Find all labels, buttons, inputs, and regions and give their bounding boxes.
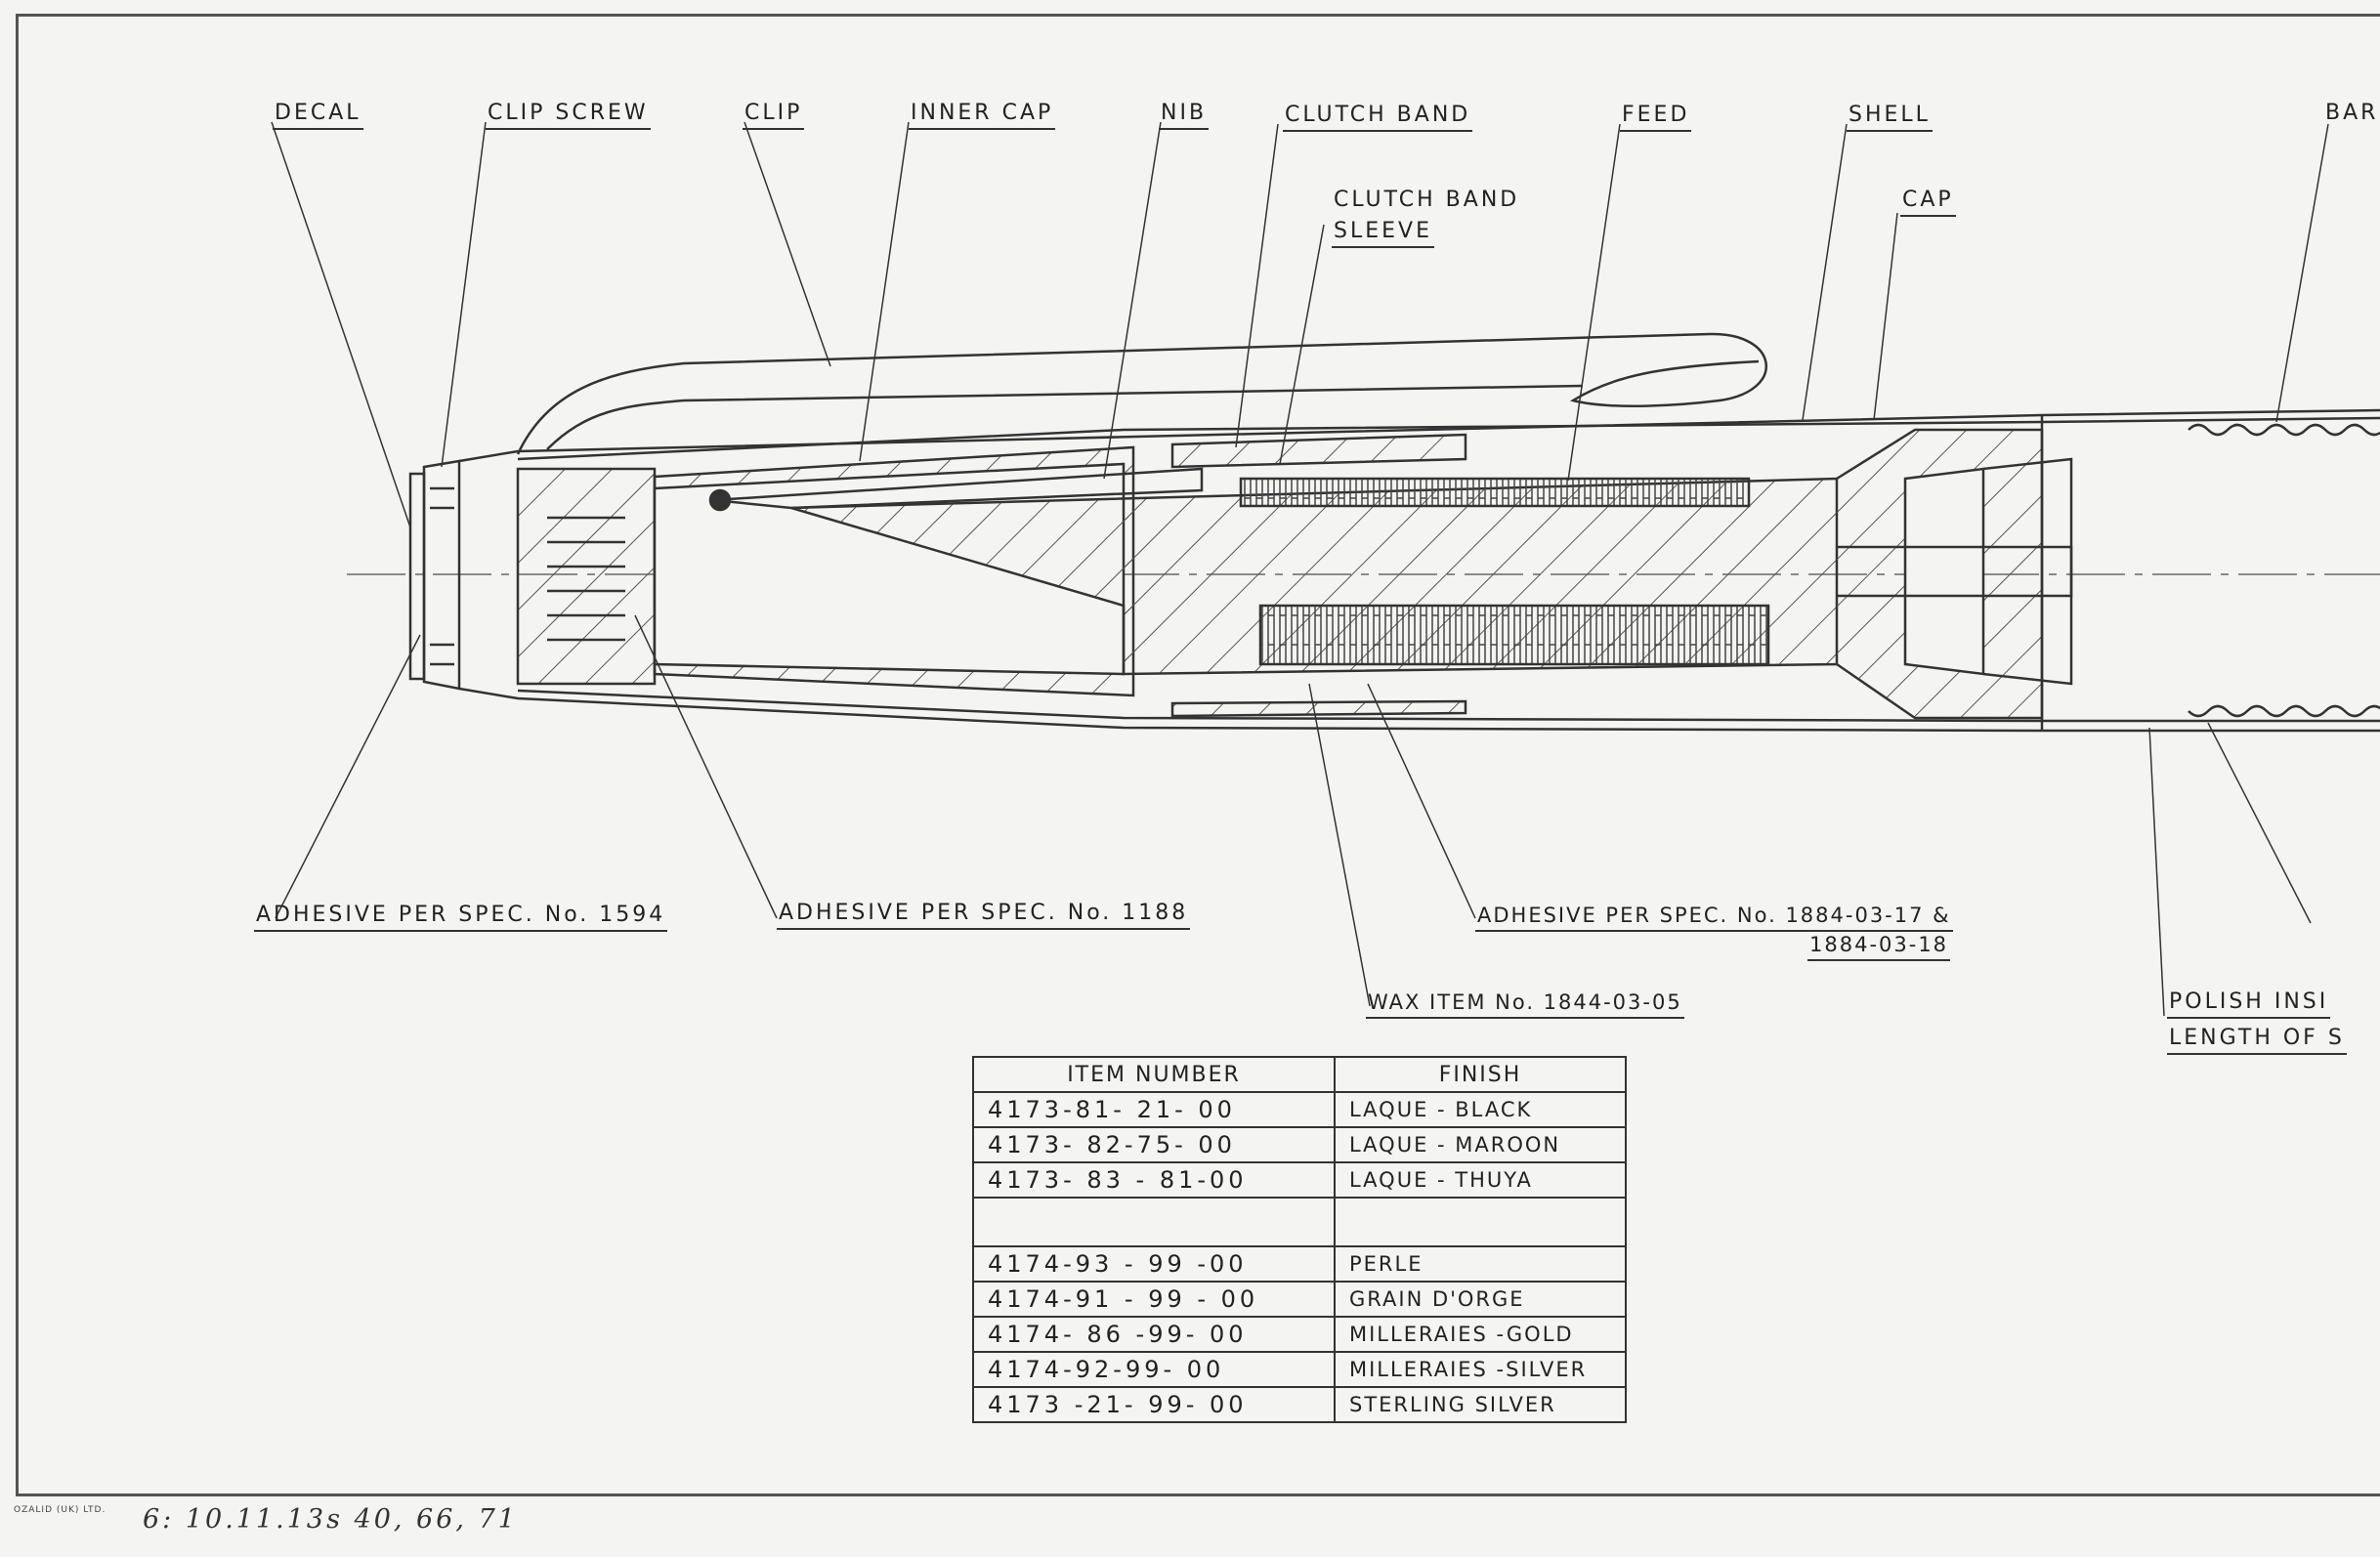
finish-cell <box>1334 1197 1627 1247</box>
column-header-item-number: ITEM NUMBER <box>972 1056 1336 1093</box>
finish-cell: MILLERAIES -GOLD <box>1334 1316 1627 1353</box>
label-polish-inside: POLISH INSI <box>2167 990 2331 1019</box>
item-number-cell: 4174-91 - 99 - 00 <box>972 1281 1336 1318</box>
label-shell: SHELL <box>1847 104 1933 132</box>
item-number-cell: 4174- 86 -99- 00 <box>972 1316 1336 1353</box>
clip-shape <box>516 332 1768 455</box>
label-barrel: BAR <box>2325 101 2379 125</box>
finish-cell: STERLING SILVER <box>1334 1386 1627 1423</box>
finish-cell: LAQUE - THUYA <box>1334 1161 1627 1199</box>
label-adhesive-1884-line2: 1884-03-18 <box>1807 933 1951 961</box>
label-adhesive-1594: ADHESIVE PER SPEC. No. 1594 <box>254 904 668 932</box>
label-inner-cap: INNER CAP <box>909 102 1056 130</box>
label-nib: NIB <box>1159 102 1210 130</box>
item-number-cell: 4173 -21- 99- 00 <box>972 1386 1336 1423</box>
item-number-cell: 4173-81- 21- 00 <box>972 1091 1336 1128</box>
table-header-row: ITEM NUMBER FINISH <box>972 1056 1627 1093</box>
item-number-cell: 4174-93 - 99 -00 <box>972 1245 1336 1283</box>
pen-outline <box>347 332 2380 733</box>
label-length-of: LENGTH OF S <box>2167 1027 2347 1055</box>
inner-cap-front <box>516 467 657 686</box>
cap-outline <box>458 408 2380 733</box>
item-number-cell: 4173- 82-75- 00 <box>972 1126 1336 1163</box>
column-header-finish: FINISH <box>1334 1056 1627 1093</box>
label-adhesive-1188: ADHESIVE PER SPEC. No. 1188 <box>777 902 1191 930</box>
feed-fins-bottom <box>1258 604 1770 666</box>
table-row-spacer <box>972 1197 1627 1247</box>
feed-fins-top <box>1239 477 1751 508</box>
finish-cell: LAQUE - BLACK <box>1334 1091 1627 1128</box>
finish-cell: PERLE <box>1334 1245 1627 1283</box>
nib-shape <box>712 467 1204 510</box>
label-clip-screw: CLIP SCREW <box>486 102 651 130</box>
finish-cell: GRAIN D'ORGE <box>1334 1281 1627 1318</box>
label-clutch-band: CLUTCH BAND <box>1283 104 1473 132</box>
decal-shape <box>408 472 426 681</box>
label-clip: CLIP <box>743 102 805 130</box>
finish-cell: LAQUE - MAROON <box>1334 1126 1627 1163</box>
barrel-thread-bottom <box>2188 704 2380 718</box>
label-clutch-band-sleeve-line1: CLUTCH BAND <box>1334 188 1520 212</box>
barrel-thread-top <box>2188 423 2380 437</box>
label-decal: DECAL <box>273 102 363 130</box>
finish-cell: MILLERAIES -SILVER <box>1334 1351 1627 1388</box>
ozalid-stamp: OZALID (UK) LTD. <box>14 1505 106 1515</box>
label-adhesive-1884: ADHESIVE PER SPEC. No. 1884-03-17 & <box>1475 904 1953 932</box>
drawing-sheet-border <box>16 14 2380 1496</box>
label-feed: FEED <box>1620 104 1692 132</box>
leader-lines <box>271 121 2329 1017</box>
shell-inner-line <box>517 416 2380 723</box>
label-wax-item: WAX ITEM No. 1844-03-05 <box>1366 990 1684 1019</box>
label-clutch-band-sleeve-line2: SLEEVE <box>1332 220 1434 248</box>
nib-breather-hole <box>708 488 732 512</box>
handwritten-note: 6: 10.11.13s 40, 66, 71 <box>143 1504 518 1535</box>
label-cap: CAP <box>1900 189 1956 217</box>
item-number-cell: 4174-92-99- 00 <box>972 1351 1336 1388</box>
clutch-band-shape <box>1170 433 1467 469</box>
item-number-cell <box>972 1197 1336 1247</box>
item-number-cell: 4173- 83 - 81-00 <box>972 1161 1336 1199</box>
